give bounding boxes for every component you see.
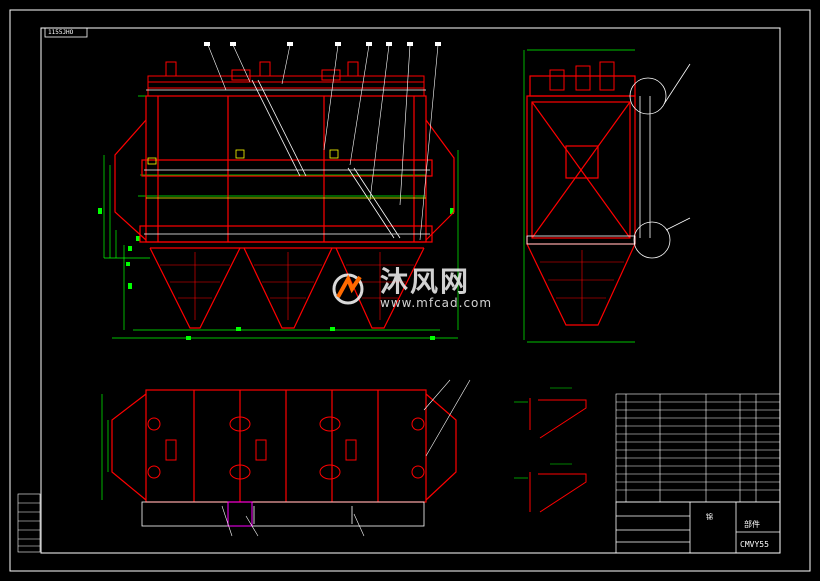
watermark-text: 沐风网 www.mfcad.com xyxy=(380,265,493,311)
title-block-part-name: 部件 xyxy=(744,520,760,529)
front-yellow-details xyxy=(146,149,426,199)
side-casing xyxy=(526,75,636,326)
front-roof xyxy=(147,61,425,97)
side-elevation-view xyxy=(523,49,691,343)
side-hopper-bricks xyxy=(540,250,624,322)
corner-tag-box xyxy=(44,27,88,38)
front-dim-ticks xyxy=(98,208,454,340)
side-dimensions xyxy=(523,49,635,343)
side-ladder xyxy=(526,63,691,259)
plan-outline xyxy=(111,389,457,503)
front-casing xyxy=(114,95,455,243)
watermark-site-cn: 沐风网 xyxy=(380,265,471,298)
revision-block xyxy=(17,493,41,553)
plan-view xyxy=(101,379,471,537)
plan-dimensions xyxy=(101,394,109,500)
mfcad-logo-icon xyxy=(332,273,364,305)
front-hopper-bricks xyxy=(160,252,414,320)
drawing-frame xyxy=(9,9,811,572)
front-leaders xyxy=(207,44,439,241)
title-block-drawing-number: CMVY55 xyxy=(740,540,769,549)
watermark-site-url: www.mfcad.com xyxy=(380,296,493,310)
plan-leaders xyxy=(221,379,471,537)
side-roof-fans xyxy=(549,61,615,91)
plan-walkway xyxy=(141,501,425,527)
detail-dims xyxy=(514,387,572,479)
title-block xyxy=(615,501,781,554)
front-stairs xyxy=(144,79,430,239)
front-elevation-view xyxy=(98,42,459,340)
front-leader-tags xyxy=(204,42,441,46)
corner-tag: 1155JHO xyxy=(48,29,74,36)
plan-highlight xyxy=(227,501,253,527)
title-block-material: 锦 xyxy=(706,513,713,521)
detail-views xyxy=(529,398,587,513)
watermark: 沐风网 www.mfcad.com xyxy=(330,268,492,310)
plan-manholes xyxy=(147,416,425,480)
parts-list xyxy=(615,393,781,503)
